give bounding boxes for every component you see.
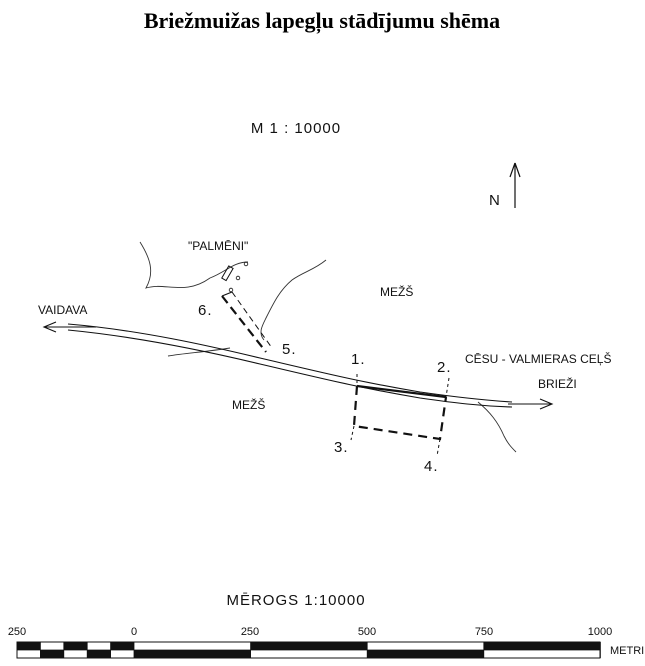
scale-bar-segment: [40, 650, 64, 658]
north-label: N: [489, 192, 501, 209]
plot-small: [221, 291, 273, 353]
point-label-4: 4.: [424, 458, 439, 475]
label-briezi: BRIEŽI: [538, 376, 577, 391]
forest-boundary-north-east: [260, 259, 327, 341]
scale-bar-segment: [134, 650, 251, 658]
label-road: CĒSU - VALMIERAS CEĻŠ: [465, 351, 611, 366]
scale-tick: 250: [241, 626, 259, 638]
forest-boundary-south-west: [167, 347, 231, 357]
scale-bar-segment: [17, 642, 41, 650]
scale-tick: 250: [8, 626, 26, 638]
forest-boundary-north-west: [139, 241, 249, 289]
feature-dot: [235, 275, 241, 281]
feature-dot: [243, 261, 249, 267]
forest-boundary-south-east: [477, 401, 517, 453]
label-palmeni: "PALMĒNI": [188, 239, 248, 253]
scale-bar-segment: [110, 642, 134, 650]
feature-dot: [228, 287, 234, 293]
scale-top: M 1 : 10000: [251, 120, 341, 137]
map-title: Briežmuižas lapegļu stādījumu shēma: [144, 8, 500, 34]
building-icon: [221, 265, 234, 282]
arrow-west-icon: [42, 321, 96, 333]
scale-bar-segment: [87, 650, 111, 658]
point-label-6: 6.: [198, 302, 213, 319]
road-edge-south: [67, 329, 513, 408]
label-vaidava: VAIDAVA: [38, 303, 87, 317]
scale-bar-segment: [250, 642, 368, 650]
scale-bar-segment: [63, 642, 88, 650]
scale-bar-segment: [483, 642, 601, 650]
scale-tick: 1000: [588, 626, 612, 638]
point-label-1: 1.: [351, 351, 366, 368]
point-label-5: 5.: [282, 341, 297, 358]
scale-tick: 750: [475, 626, 493, 638]
scale-tick: 0: [131, 626, 137, 638]
scale-bar-segment: [367, 650, 484, 658]
north-arrow-icon: [509, 162, 521, 208]
point-label-3: 3.: [334, 439, 349, 456]
scale-tick: 500: [358, 626, 376, 638]
plot-main: [350, 374, 450, 457]
point-label-2: 2.: [437, 359, 452, 376]
label-forest-north: MEŽŠ: [380, 284, 413, 299]
scale-bar: [16, 641, 601, 659]
scale-unit: METRI: [610, 645, 644, 657]
label-forest-south: MEŽŠ: [232, 397, 265, 412]
scale-bar-label: MĒROGS 1:10000: [226, 592, 365, 609]
arrow-east-icon: [508, 398, 554, 410]
road-edge-north: [67, 323, 513, 403]
